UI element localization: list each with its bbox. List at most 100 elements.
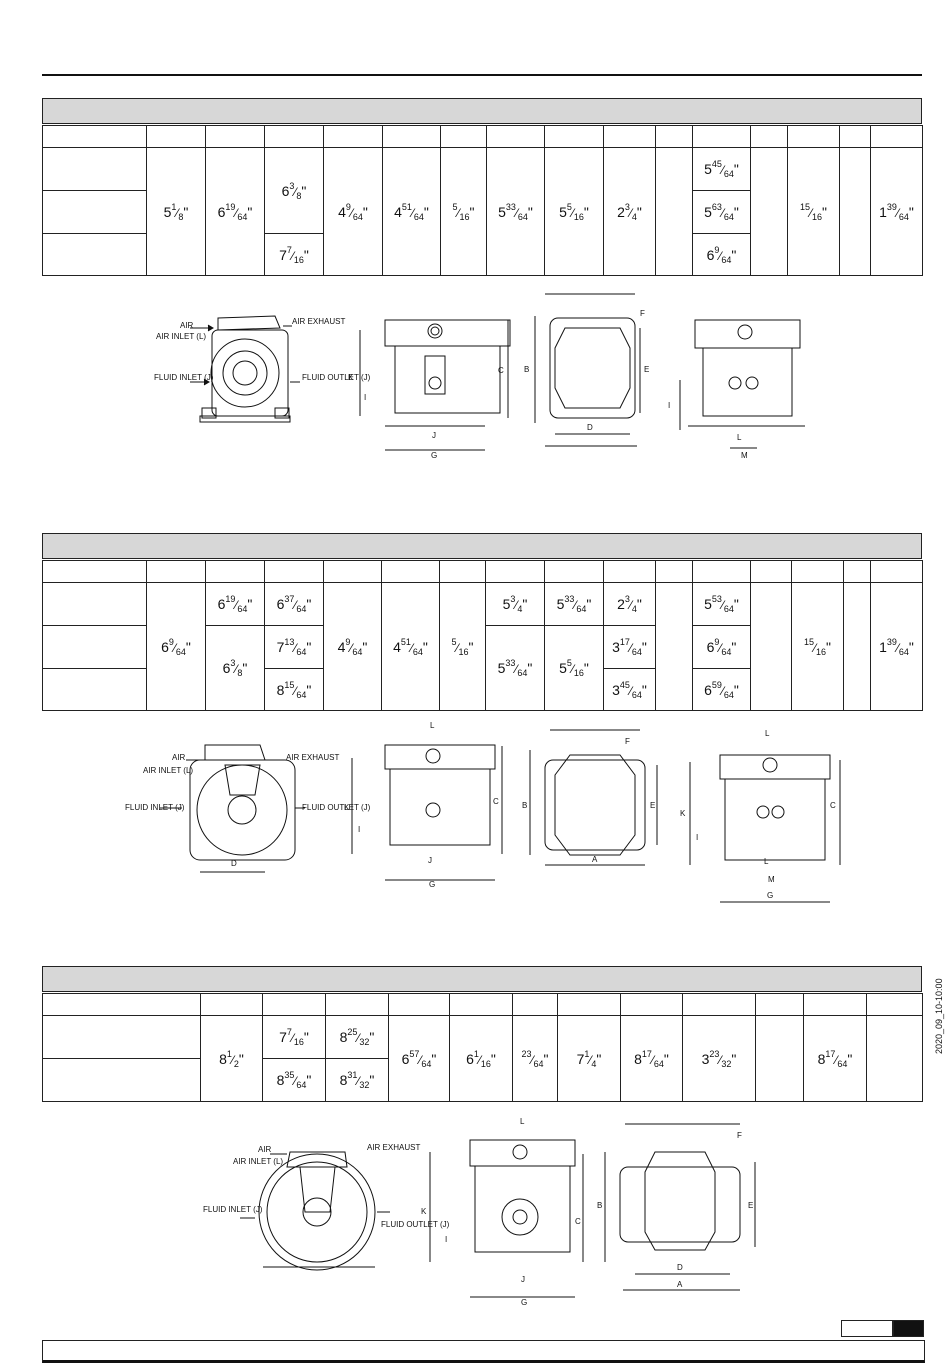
header-cell	[692, 560, 751, 583]
header-cell	[264, 560, 324, 583]
value-cell	[655, 147, 693, 276]
value-cell: 563⁄64"	[692, 190, 751, 234]
header-cell	[485, 560, 545, 583]
svg-text:M: M	[741, 451, 748, 460]
header-cell	[544, 560, 604, 583]
rear-view-1: I L M	[668, 319, 805, 460]
front-view-2	[189, 744, 296, 873]
value-cell: 545⁄64"	[692, 147, 751, 191]
header-cell	[791, 560, 844, 583]
svg-text:AIR EXHAUST: AIR EXHAUST	[286, 753, 339, 762]
svg-text:C: C	[493, 797, 499, 806]
dimensions-table-3: 81⁄2" 77⁄16" 825⁄32" 657⁄64" 61⁄16" 23⁄6…	[42, 993, 923, 1102]
svg-text:K: K	[421, 1207, 427, 1216]
header-cell	[512, 993, 558, 1016]
svg-text:C: C	[498, 366, 504, 375]
value-cell: 5⁄16"	[440, 147, 487, 276]
svg-text:J: J	[428, 856, 432, 865]
value-cell: 63⁄8"	[264, 147, 324, 234]
front-view-3	[258, 1151, 376, 1271]
svg-text:I: I	[445, 1235, 447, 1244]
value-cell: 657⁄64"	[388, 1015, 450, 1102]
header-cell	[682, 993, 756, 1016]
header-cell	[264, 125, 324, 148]
value-cell: 817⁄64"	[620, 1015, 683, 1102]
header-cell	[323, 560, 382, 583]
svg-text:AIR INLET (L): AIR INLET (L)	[143, 766, 193, 775]
svg-text:J: J	[432, 431, 436, 440]
header-cell	[440, 125, 487, 148]
value-cell: 553⁄64"	[692, 582, 751, 626]
rear-view-2: K I C L L M G	[680, 729, 841, 903]
model-cell	[42, 233, 147, 276]
header-cell	[42, 560, 147, 583]
header-cell	[750, 560, 792, 583]
header-cell	[262, 993, 326, 1016]
svg-text:FLUID OUTLET (J): FLUID OUTLET (J)	[302, 803, 371, 812]
header-cell	[146, 560, 206, 583]
value-cell: 51⁄8"	[146, 147, 206, 276]
value-cell: 23⁄64"	[512, 1015, 558, 1102]
svg-text:C: C	[575, 1217, 581, 1226]
value-cell: 69⁄64"	[146, 582, 206, 711]
value-cell: 533⁄64"	[485, 625, 545, 711]
svg-text:A: A	[677, 1280, 683, 1289]
svg-text:I: I	[364, 393, 366, 402]
svg-text:I: I	[696, 833, 698, 842]
value-cell: 139⁄64"	[870, 147, 923, 276]
svg-text:E: E	[644, 365, 649, 374]
value-cell: 815⁄64"	[264, 668, 324, 711]
pump-diagrams-1: AIR AIR INLET (L) AIR EXHAUST FLUID INLE…	[154, 293, 805, 460]
top-rule	[42, 74, 922, 76]
value-cell: 77⁄16"	[264, 233, 324, 276]
page-box-left	[841, 1320, 893, 1337]
svg-text:A: A	[592, 855, 598, 864]
header-cell	[620, 993, 683, 1016]
svg-text:AIR: AIR	[258, 1145, 272, 1154]
svg-text:M: M	[768, 875, 775, 884]
model-cell	[42, 147, 147, 191]
svg-text:L: L	[520, 1117, 525, 1126]
header-cell	[655, 560, 693, 583]
value-cell	[866, 1015, 923, 1102]
pump-diagrams-3: AIR AIR INLET (L) AIR EXHAUST FLUID INLE…	[203, 1117, 756, 1307]
value-cell: 317⁄64"	[603, 625, 656, 669]
svg-text:AIR: AIR	[172, 753, 186, 762]
svg-text:L: L	[765, 729, 770, 738]
value-cell: 835⁄64"	[262, 1058, 326, 1102]
value-cell: 61⁄16"	[449, 1015, 513, 1102]
section-1-header	[42, 98, 922, 124]
header-cell	[449, 993, 513, 1016]
svg-text:L: L	[737, 433, 742, 442]
svg-text:K: K	[344, 803, 350, 812]
svg-text:D: D	[587, 423, 593, 432]
footer-box	[42, 1340, 925, 1363]
svg-text:C: C	[830, 801, 836, 810]
model-cell	[42, 582, 147, 626]
value-cell	[755, 1015, 804, 1102]
header-cell	[42, 993, 201, 1016]
value-cell	[750, 582, 792, 711]
header-cell	[839, 125, 871, 148]
page-box-right	[893, 1320, 924, 1337]
value-cell	[843, 582, 871, 711]
svg-text:L: L	[430, 721, 435, 730]
svg-text:J: J	[521, 1275, 525, 1284]
value-cell: 713⁄64"	[264, 625, 324, 669]
value-cell: 139⁄64"	[870, 582, 923, 711]
header-cell	[205, 560, 265, 583]
header-cell	[692, 125, 751, 148]
header-cell	[382, 125, 441, 148]
svg-text:FLUID INLET (J): FLUID INLET (J)	[125, 803, 185, 812]
header-cell	[146, 125, 206, 148]
value-cell: 23⁄4"	[603, 147, 656, 276]
value-cell: 451⁄64"	[382, 147, 441, 276]
value-cell: 5⁄16"	[439, 582, 486, 711]
value-cell: 345⁄64"	[603, 668, 656, 711]
value-cell: 77⁄16"	[262, 1015, 326, 1059]
svg-text:E: E	[650, 801, 655, 810]
svg-text:G: G	[429, 880, 435, 889]
value-cell	[655, 582, 693, 711]
value-cell: 323⁄32"	[682, 1015, 756, 1102]
svg-text:AIR INLET (L): AIR INLET (L)	[156, 332, 206, 341]
